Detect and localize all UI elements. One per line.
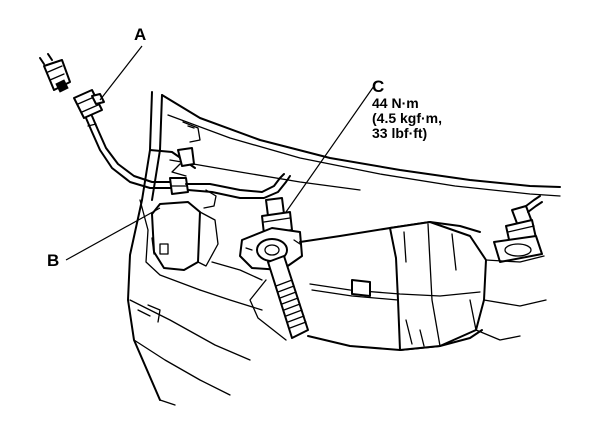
flex-pipe — [199, 255, 309, 341]
torque-spec-line: (4.5 kgf·m, — [372, 110, 443, 126]
leader-line-c — [285, 85, 375, 213]
sensor-connector-a — [39, 53, 173, 189]
callout-a-label: A — [134, 25, 147, 44]
oxygen-sensor-c — [239, 197, 303, 271]
callout-b-label: B — [47, 251, 60, 270]
body-panel — [127, 91, 251, 406]
leader-line-a — [99, 45, 143, 101]
catalytic-converter — [299, 221, 521, 351]
heat-shield — [151, 189, 219, 271]
torque-spec: 44 N·m (4.5 kgf·m, 33 lbf·ft) — [372, 96, 442, 141]
leader-lines — [65, 45, 375, 261]
leader-line-b — [65, 207, 161, 261]
callout-c-label: C — [372, 77, 385, 96]
secondary-sensor — [483, 195, 547, 307]
wire-clip-b — [169, 147, 291, 199]
torque-spec-line: 33 lbf·ft) — [372, 125, 428, 141]
floor-panel — [161, 94, 561, 197]
torque-spec-line: 44 N·m — [372, 95, 419, 111]
